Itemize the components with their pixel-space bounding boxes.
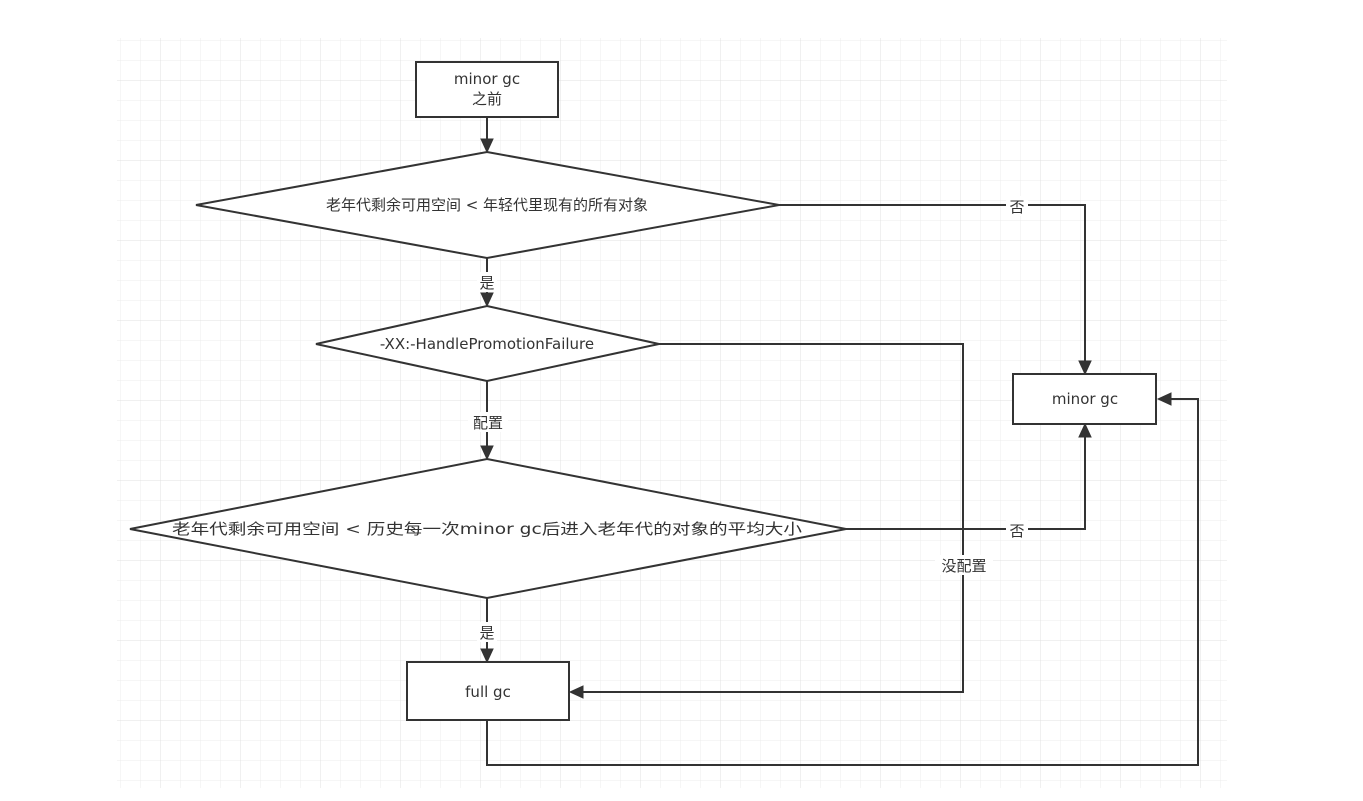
minor-gc-text: minor gc <box>1052 390 1118 408</box>
start-node-line-2: 之前 <box>472 90 502 108</box>
edge-label-not-configured-group: 没配置 <box>935 555 993 575</box>
full-gc-node: full gc <box>406 661 570 721</box>
edge-label-yes-1: 是 <box>479 274 494 292</box>
decision-avg-node: 老年代剩余可用空间 < 历史每一次minor gc后进入老年代的对象的平均大小 <box>129 457 847 600</box>
edge-label-yes-2: 是 <box>479 624 494 642</box>
edge-label-no-2-group: 否 <box>1006 520 1028 540</box>
start-node: minor gc 之前 <box>415 61 559 118</box>
minor-gc-node: minor gc <box>1012 373 1157 425</box>
start-node-line-1: minor gc <box>454 70 520 88</box>
edge-label-configured-group: 配置 <box>468 412 508 432</box>
edge-no-1 <box>779 204 1092 376</box>
edge-label-yes-2-group: 是 <box>477 622 497 642</box>
edge-label-not-configured: 没配置 <box>941 557 986 575</box>
edge-label-yes-1-group: 是 <box>477 272 497 292</box>
edge-full-to-minor <box>486 392 1199 766</box>
edge-start-to-decision <box>480 117 494 154</box>
decision-flag-text: -XX:-HandlePromotionFailure <box>380 335 594 353</box>
edge-label-no-1: 否 <box>1009 198 1024 216</box>
decision-old-space-text: 老年代剩余可用空间 < 年轻代里现有的所有对象 <box>326 196 648 214</box>
edge-label-no-2: 否 <box>1009 522 1024 540</box>
edge-no-2 <box>846 422 1092 530</box>
decision-flag-node: -XX:-HandlePromotionFailure <box>315 304 660 383</box>
decision-avg-text: 老年代剩余可用空间 < 历史每一次minor gc后进入老年代的对象的平均大小 <box>172 520 802 538</box>
edge-not-configured <box>568 343 964 699</box>
full-gc-text: full gc <box>465 683 511 701</box>
edge-label-configured: 配置 <box>473 414 503 432</box>
decision-old-space-node: 老年代剩余可用空间 < 年轻代里现有的所有对象 <box>195 150 780 260</box>
edge-label-no-1-group: 否 <box>1006 196 1028 216</box>
